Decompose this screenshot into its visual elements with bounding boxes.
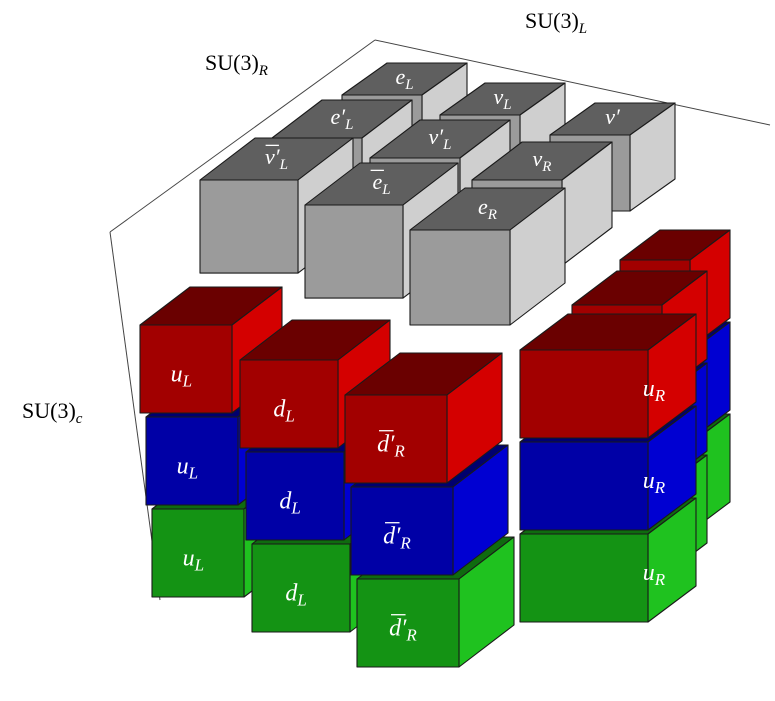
gray-cube-8-front <box>409 229 511 326</box>
left-cube-label-l0-c0: uL <box>171 361 192 390</box>
right-cube-l1-d2-front <box>519 441 649 531</box>
left-cube-label-l2-c2: d′R <box>389 615 417 644</box>
axis-label-su3-l: SU(3)L <box>525 8 588 37</box>
left-cube-l0-c0-front <box>139 324 233 414</box>
left-cube-label-l1-c0: uL <box>177 453 198 482</box>
gray-cube-7-front <box>304 204 404 299</box>
gray-cube-label-5: νR <box>533 146 552 175</box>
gray-cube-label-4: ν′L <box>429 124 452 153</box>
gray-cube-label-1: νL <box>493 84 511 113</box>
left-cube-l1-c1-front <box>245 451 345 541</box>
gray-cube-label-2: ν′ <box>605 104 621 129</box>
gray-cube-label-6: ν′L <box>265 144 288 173</box>
left-cube-l0-c2-front <box>344 394 448 484</box>
gray-cube-label-3: e′L <box>331 104 354 133</box>
gray-cube-label-8: eR <box>478 194 497 223</box>
left-cube-l2-c1-front <box>251 543 351 633</box>
left-cube-label-l1-c2: d′R <box>383 523 411 552</box>
left-cube-l2-c0-front <box>151 508 245 598</box>
right-cube-label-l1-d2: uR <box>643 468 666 497</box>
right-cube-l0-d2-front <box>519 349 649 439</box>
gray-cube-label-7: eL <box>372 169 390 198</box>
left-cube-label-l2-c0: uL <box>183 545 204 574</box>
cube-stack: eL νL ν′ e′L ν′L νR ν′L eL eR uL dL d′R uL dL d′R uL dL d… <box>139 62 731 668</box>
left-cube-l1-c0-front <box>145 416 239 506</box>
right-cube-l2-d2-front <box>519 533 649 623</box>
left-cube-l1-c2-front <box>350 486 454 576</box>
left-cube-label-l0-c1: dL <box>273 396 294 425</box>
axis-label-su3-c: SU(3)c <box>22 398 83 427</box>
right-cube-label-l0-d2: uR <box>643 376 666 405</box>
gray-cube-6-front <box>199 179 299 274</box>
axis-label-su3-r: SU(3)R <box>205 50 268 79</box>
left-cube-l0-c1-front <box>239 359 339 449</box>
frame-edge <box>374 39 771 126</box>
left-cube-label-l0-c2: d′R <box>377 431 405 460</box>
right-cube-label-l2-d2: uR <box>643 560 666 589</box>
frame-edge <box>109 39 376 233</box>
left-cube-label-l2-c1: dL <box>285 580 306 609</box>
gray-cube-label-0: eL <box>395 64 413 93</box>
left-cube-l2-c2-front <box>356 578 460 668</box>
left-cube-label-l1-c1: dL <box>279 488 300 517</box>
